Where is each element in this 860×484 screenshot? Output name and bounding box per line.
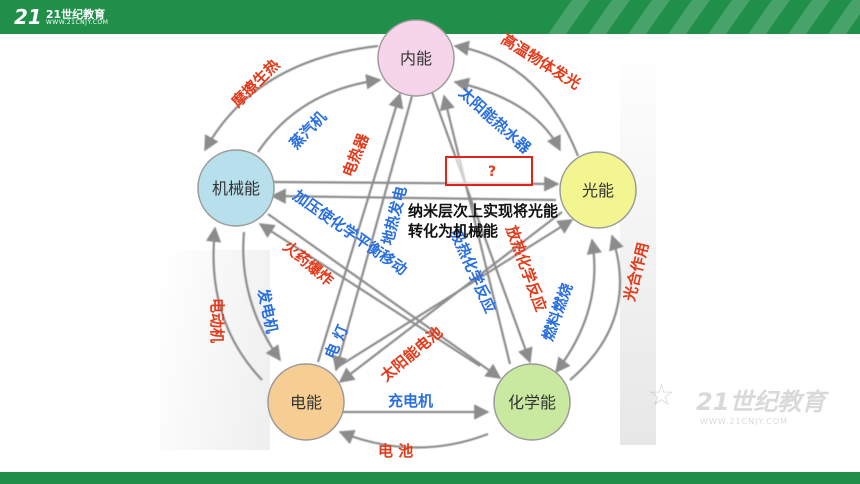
answer-line-2: 转化为机械能 [408,222,498,240]
label-friction: 摩擦生热 [228,56,283,111]
arrow-chemical-to-internal-b [439,94,512,365]
label-generator: 发电机 [254,286,281,335]
arrow-electric-to-mechanical-outer [205,226,263,381]
arrow-internal-to-chemical-a [430,91,533,364]
footer-bar [0,472,860,484]
logo-mark: 21 [14,5,42,29]
logo-url: WWW.21CNJY.COM [45,18,109,26]
node-electric-energy [267,363,345,441]
site-logo[interactable]: 21 21世纪教育 WWW.21CNJY.COM [14,4,108,30]
arrow-electric-to-internal-a [316,92,404,363]
question-box [445,156,533,186]
label-solar-cell: 太阳能电池 [377,323,446,385]
arrow-internal-to-electric-b [332,95,414,372]
node-electric-label: 电能 [290,393,322,412]
node-internal-energy [377,19,455,97]
label-lamp: 电 灯 [321,322,352,362]
watermark-runner-icon: ☆ [648,378,675,413]
watermark-url: WWW.21CNJY.COM [700,417,789,426]
paper-texture-right [620,40,656,445]
arrow-mechanical-to-electric-inner [242,231,281,362]
arrow-electric-to-light [335,219,574,369]
arrow-internal-to-mechanical-outer [204,44,379,152]
arrow-chemical-to-mechanical [258,223,481,367]
label-photosynthesis: 光合作用 [620,240,652,304]
label-geothermal-power: 地热发电 [378,184,410,247]
node-light-label: 光能 [582,181,614,200]
arrow-internal-to-light-inner [453,77,561,152]
label-battery: 电 池 [378,442,413,460]
question-mark: ? [488,164,496,180]
label-charger: 充电机 [388,392,433,410]
logo-name: 21世纪教育 [45,7,106,21]
node-mechanical-label: 机械能 [212,179,260,198]
node-mechanical-energy [197,149,275,227]
watermark-name: 21世纪教育 [696,388,826,416]
node-chemical-energy [493,363,571,441]
node-light-energy [559,151,637,229]
arrow-light-to-mechanical [270,188,557,204]
watermark: ☆ 21世纪教育 WWW.21CNJY.COM [648,378,852,432]
node-internal-label: 内能 [400,49,432,68]
node-chemical-label: 化学能 [508,393,556,412]
label-electric-heater: 电热器 [339,130,373,179]
arrow-chemical-to-electric [338,429,489,449]
arrow-mechanical-to-chemical [267,213,502,379]
arrow-mechanical-to-internal-inner [257,74,382,153]
label-motor: 电动机 [208,298,226,343]
arrow-light-to-chemical-inner [555,238,602,374]
label-gunpowder: 火药爆炸 [279,237,337,289]
answer-line-1: 纳米层次上实现将光能 [408,202,558,220]
label-high-temp-glow: 高温物体发光 [498,30,584,93]
label-exothermic-reaction: 放热化学反应 [502,222,550,314]
